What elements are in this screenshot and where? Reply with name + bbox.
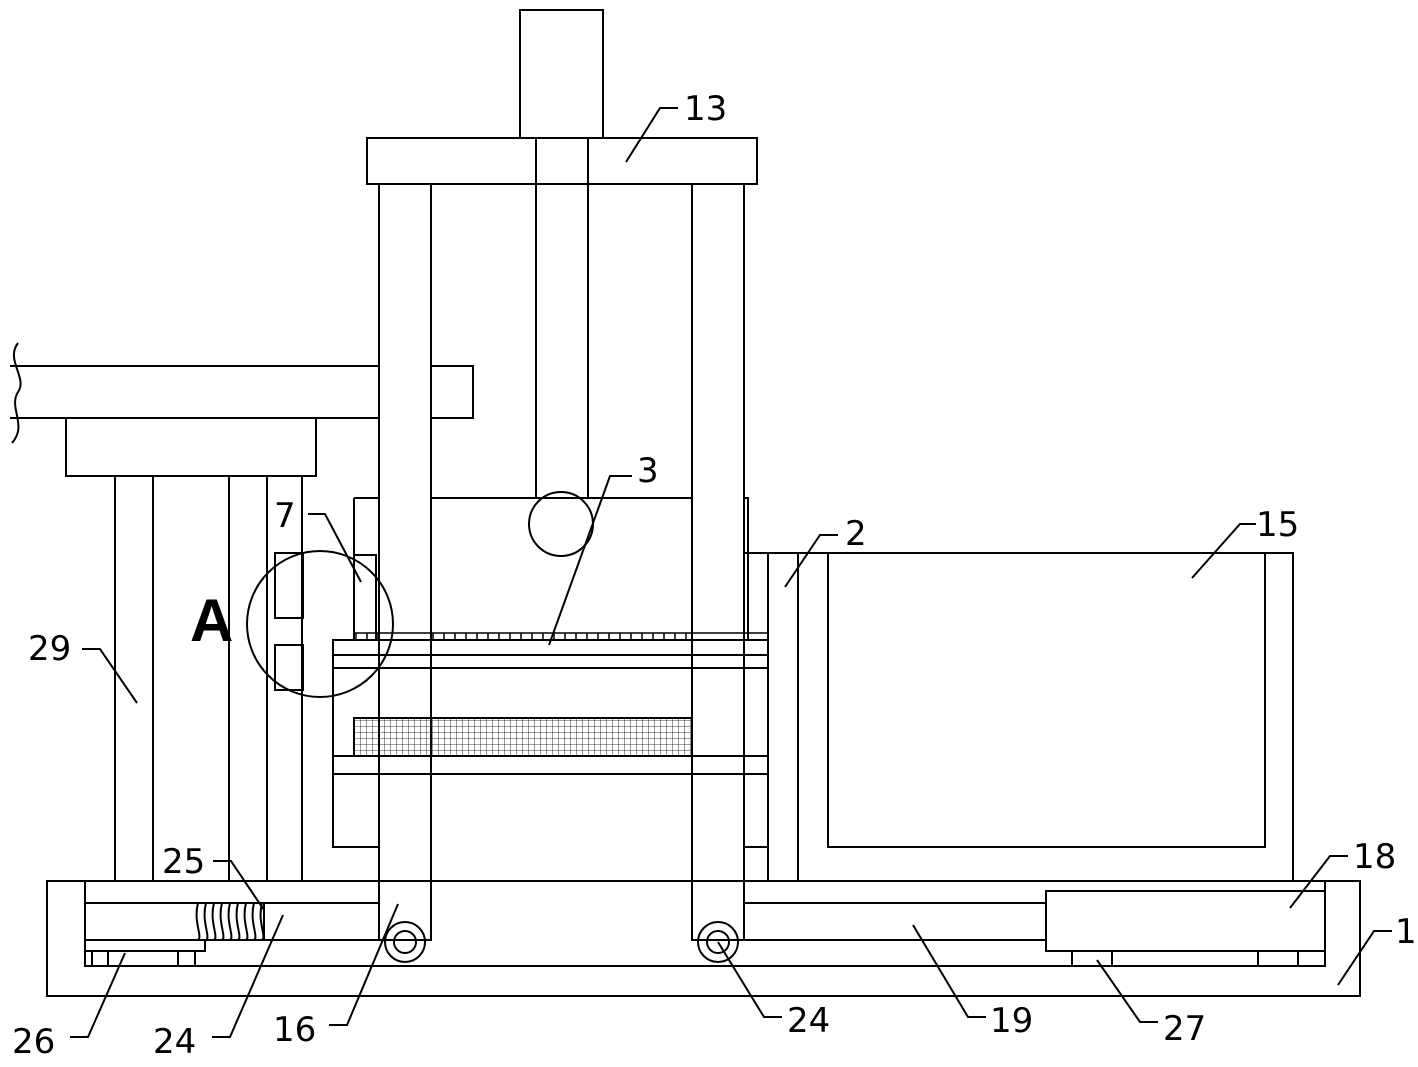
leader-24-right bbox=[717, 941, 782, 1018]
detail-marker-a: A bbox=[190, 587, 233, 654]
callout-19: 19 bbox=[990, 1001, 1033, 1041]
callout-29: 29 bbox=[28, 629, 71, 669]
right-pulley-outer bbox=[697, 921, 739, 963]
callout-15: 15 bbox=[1256, 505, 1299, 545]
right-housing-wall bbox=[767, 552, 799, 882]
lower-mesh-screen bbox=[353, 717, 693, 757]
callout-24-right: 24 bbox=[787, 1001, 830, 1041]
left-slider-plate bbox=[84, 939, 206, 952]
callout-27: 27 bbox=[1163, 1009, 1206, 1049]
callout-7: 7 bbox=[274, 496, 296, 536]
leader-3 bbox=[548, 475, 632, 646]
base-frame bbox=[46, 880, 1361, 997]
callout-3: 3 bbox=[637, 451, 659, 491]
leader-18 bbox=[1289, 855, 1348, 909]
leader-24-left bbox=[212, 914, 284, 1038]
leader-7 bbox=[308, 513, 362, 583]
leader-19 bbox=[912, 924, 986, 1018]
left-pulley-outer bbox=[384, 921, 426, 963]
callout-25: 25 bbox=[162, 842, 205, 882]
right-pulley-inner bbox=[706, 930, 730, 954]
leader-1 bbox=[1337, 930, 1392, 986]
collecting-bin-outer bbox=[797, 552, 1294, 882]
detail-circle-a bbox=[246, 550, 394, 698]
leader-26 bbox=[70, 952, 126, 1038]
left-pulley-inner bbox=[393, 930, 417, 954]
guide-block-upper bbox=[274, 552, 304, 619]
eccentric-wheel bbox=[528, 491, 594, 557]
top-motor-block bbox=[519, 9, 604, 139]
right-slide-rail bbox=[744, 902, 1046, 941]
callout-18: 18 bbox=[1353, 837, 1396, 877]
base-inner-channel bbox=[84, 880, 1326, 967]
left-column bbox=[378, 183, 432, 941]
leader-13 bbox=[625, 107, 678, 163]
leader-15 bbox=[1191, 523, 1256, 579]
lower-screen-plate bbox=[332, 755, 769, 775]
leader-27 bbox=[1096, 959, 1158, 1023]
callout-13: 13 bbox=[684, 89, 727, 129]
callout-1: 1 bbox=[1395, 912, 1417, 952]
central-rod bbox=[535, 137, 589, 499]
break-line bbox=[11, 342, 22, 444]
support-leg-right bbox=[228, 475, 268, 882]
beam-bracket bbox=[65, 417, 317, 477]
central-housing bbox=[353, 497, 749, 640]
leader-16 bbox=[329, 903, 399, 1026]
collecting-bin-inner bbox=[827, 552, 1266, 848]
callout-24-left: 24 bbox=[153, 1022, 196, 1062]
guide-block-lower bbox=[274, 644, 304, 691]
right-column bbox=[691, 183, 745, 941]
housing-side-plate-right bbox=[743, 654, 769, 848]
overhead-beam bbox=[10, 365, 474, 419]
actuator-body bbox=[1045, 890, 1326, 952]
actuator-feet bbox=[1071, 951, 1299, 966]
callout-2: 2 bbox=[845, 514, 867, 554]
top-crossbeam bbox=[366, 137, 758, 185]
leader-25 bbox=[213, 860, 265, 911]
upper-screen-ticks bbox=[354, 632, 768, 640]
callout-26: 26 bbox=[12, 1022, 55, 1062]
left-slider-feet bbox=[91, 951, 196, 966]
leader-2 bbox=[784, 534, 838, 588]
leader-29 bbox=[82, 648, 138, 704]
callout-16: 16 bbox=[273, 1010, 316, 1050]
spring bbox=[195, 902, 265, 941]
